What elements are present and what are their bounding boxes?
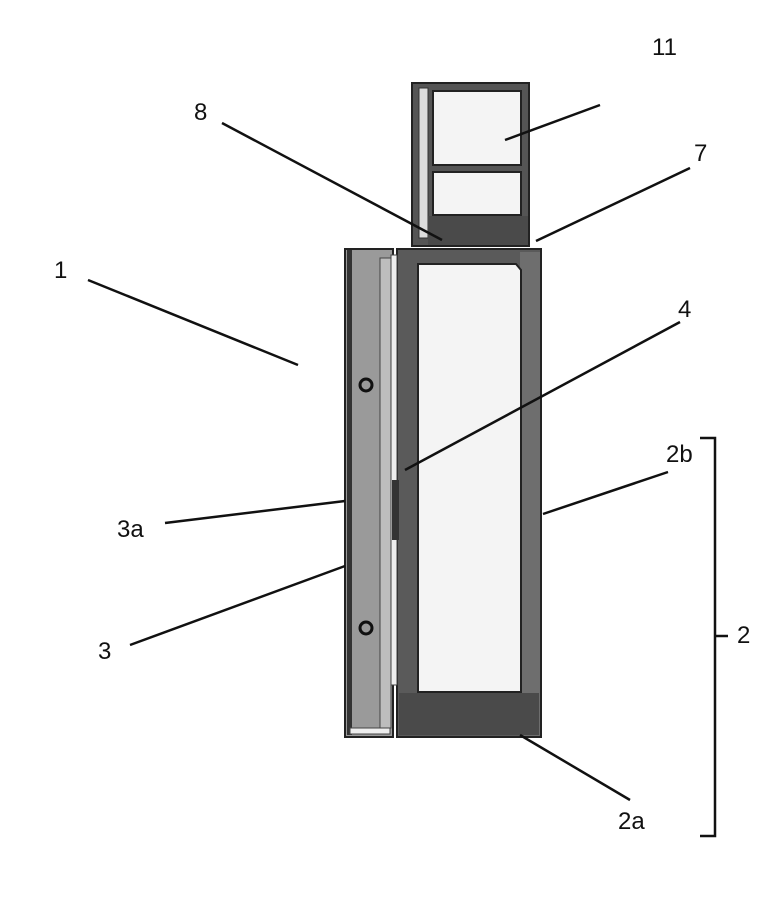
leader-7 (535, 166, 691, 243)
label-2: 2 (737, 622, 751, 649)
leader-11 (504, 103, 601, 142)
label-11: 11 (652, 34, 677, 61)
bracket-2 (700, 436, 717, 838)
label-2a: 2a (618, 808, 645, 835)
label-3a: 3a (117, 516, 144, 543)
fastener-icon (358, 377, 374, 393)
leader-2a (519, 733, 631, 802)
side-panel-3 (344, 248, 399, 738)
leader-2b (542, 470, 669, 516)
fastener-icon (358, 620, 374, 636)
label-7: 7 (694, 140, 708, 167)
leader-3 (129, 564, 346, 647)
leader-8 (221, 121, 443, 242)
main-frame-2 (396, 248, 542, 738)
leader-3a (164, 499, 346, 525)
leader-4 (404, 320, 681, 472)
label-4: 4 (678, 296, 692, 323)
top-unit-11 (411, 82, 530, 247)
label-1: 1 (54, 257, 68, 284)
leader-lines (87, 103, 728, 838)
leader-1 (87, 278, 299, 367)
label-2b: 2b (666, 441, 693, 468)
label-3: 3 (98, 638, 112, 665)
label-8: 8 (194, 99, 208, 126)
